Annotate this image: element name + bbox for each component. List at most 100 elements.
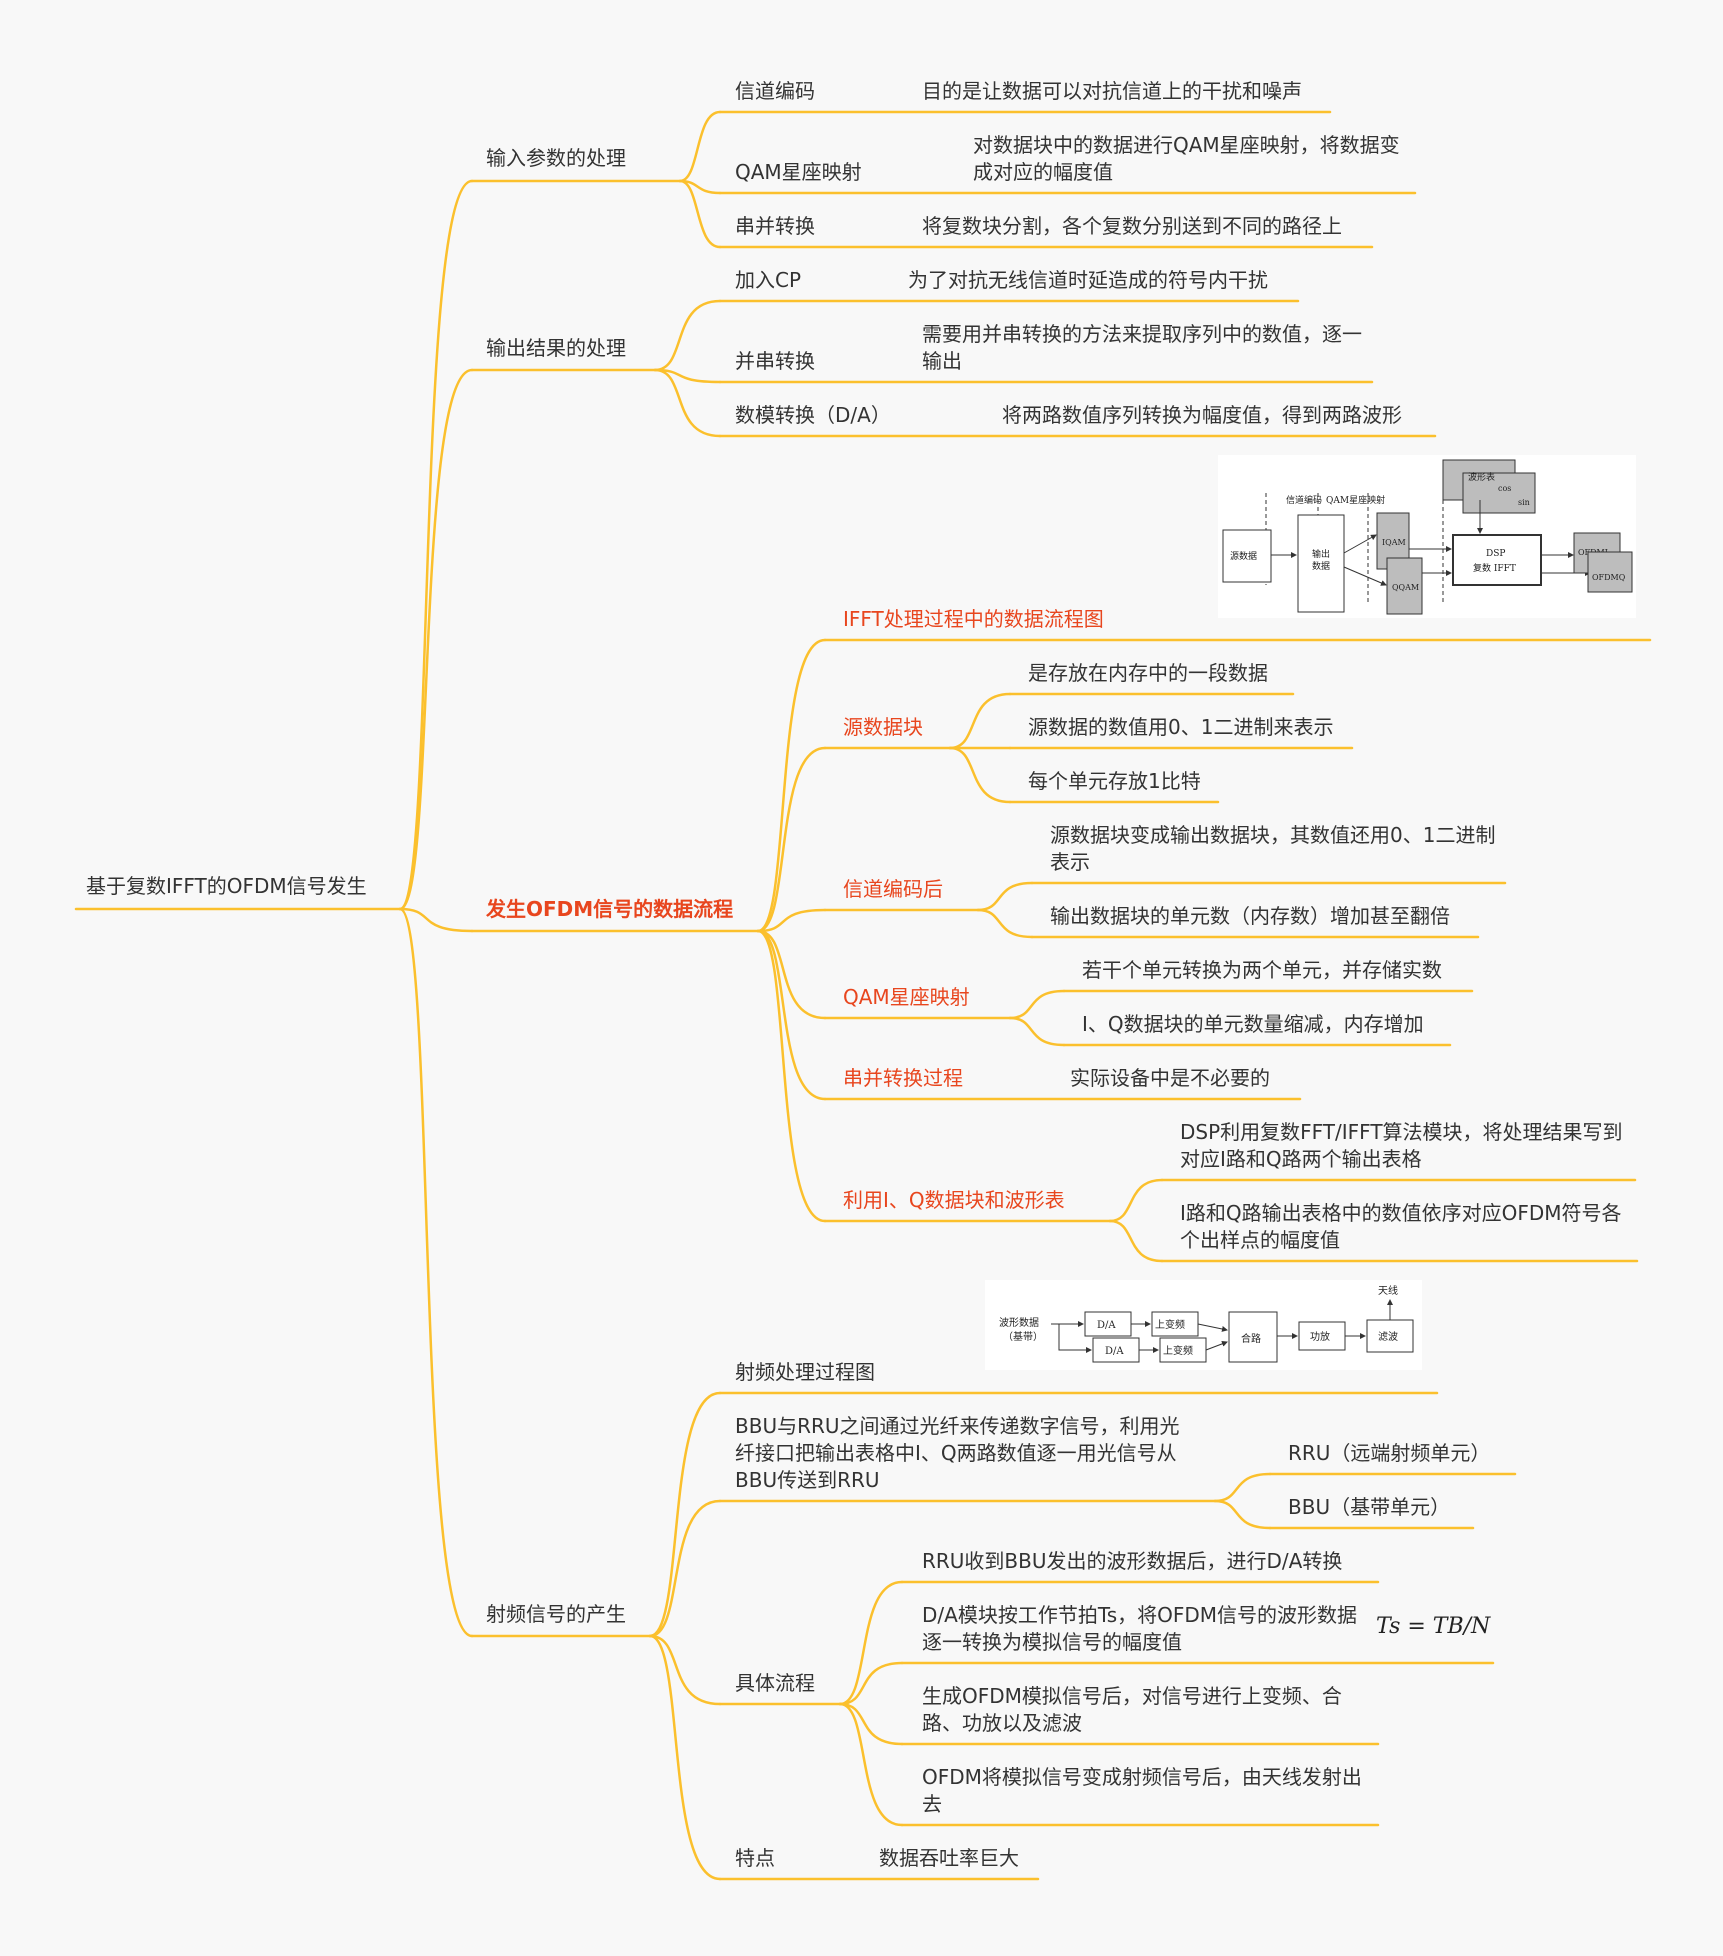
source-block-item-3: 每个单元存放1比特	[1028, 769, 1201, 793]
link-iq-2	[1108, 1219, 1164, 1263]
branch-rf-generation[interactable]: 射频信号的产生	[486, 1602, 626, 1626]
rf-da-box-2	[1092, 1337, 1140, 1363]
rf-label-da-2: D/A	[1105, 1346, 1124, 1357]
ifft-ofdm-q-box	[1587, 551, 1633, 593]
branch-ofdm-data-flow[interactable]: 发生OFDM信号的数据流程	[486, 897, 734, 921]
ifft-flow-diagram: 信道编码 QAM星座映射 源数据 输出 数据 IQAM QQAM 波形表 cos…	[1218, 455, 1636, 618]
desc-sp-conversion: 实际设备中是不必要的	[1070, 1066, 1270, 1090]
bbu-rru-item-rru: RRU（远端射频单元）	[1288, 1441, 1491, 1465]
ifft-dsp-box	[1452, 534, 1542, 586]
node-bbu-rru[interactable]: BBU与RRU之间通过光纤来传递数字信号，利用光纤接口把输出表格中I、Q两路数值…	[735, 1414, 1180, 1492]
iq-waveform-item-1: DSP利用复数FFT/IFFT算法模块，将处理结果写到对应I路和Q路两个输出表格	[1180, 1120, 1623, 1171]
link-process-4	[838, 1702, 904, 1827]
node-qam-mapping[interactable]: QAM星座映射	[735, 160, 862, 184]
branch-input-processing[interactable]: 输入参数的处理	[486, 146, 626, 170]
link-source-3	[948, 746, 1012, 804]
after-coding-item-1: 源数据块变成输出数据块，其数值还用0、1二进制表示	[1050, 823, 1496, 874]
rf-label-combine: 合路	[1241, 1332, 1261, 1345]
desc-channel-coding: 目的是让数据可以对抗信道上的干扰和噪声	[922, 79, 1302, 103]
rf-up-box-2	[1159, 1337, 1207, 1363]
node-iq-waveform[interactable]: 利用I、Q数据块和波形表	[843, 1188, 1065, 1212]
rf-label-up-1: 上变频	[1155, 1318, 1185, 1331]
node-source-block[interactable]: 源数据块	[843, 715, 923, 739]
node-rf-title[interactable]: 射频处理过程图	[735, 1360, 875, 1384]
link-input-3	[678, 179, 722, 249]
qam-flow-item-2: I、Q数据块的单元数量缩减，内存增加	[1082, 1012, 1424, 1036]
link-flow-sp	[756, 929, 827, 1101]
node-feature[interactable]: 特点	[735, 1846, 775, 1870]
node-after-coding[interactable]: 信道编码后	[843, 877, 943, 901]
rf-label-up-2: 上变频	[1163, 1344, 1193, 1357]
branch-output-processing[interactable]: 输出结果的处理	[486, 336, 626, 360]
link-qam-2	[1008, 1016, 1066, 1047]
ifft-q-qam-box	[1386, 557, 1423, 615]
node-da-conversion[interactable]: 数模转换（D/A）	[735, 403, 891, 427]
link-process-3	[838, 1702, 904, 1746]
link-flow-source	[756, 746, 827, 933]
link-qam-1	[1008, 989, 1066, 1020]
link-bbu-2	[1213, 1499, 1272, 1530]
link-root-flow	[398, 907, 474, 933]
ifft-label-dsp-2: 复数 IFFT	[1473, 562, 1516, 574]
ifft-label-ofdm-q: OFDMQ	[1592, 573, 1626, 582]
link-flow-coding	[756, 908, 827, 933]
link-iq-1	[1108, 1178, 1164, 1223]
desc-feature: 数据吞吐率巨大	[879, 1846, 1019, 1870]
ifft-label-waveform-table: 波形表	[1468, 471, 1495, 483]
node-channel-coding[interactable]: 信道编码	[735, 79, 815, 103]
link-bbu-1	[1213, 1472, 1272, 1503]
link-rf-title	[648, 1391, 722, 1638]
root-node[interactable]: 基于复数IFFT的OFDM信号发生	[86, 874, 367, 898]
link-process-2	[838, 1661, 904, 1706]
ifft-source-box	[1222, 529, 1272, 583]
ifft-label-source: 源数据	[1230, 550, 1257, 562]
node-process[interactable]: 具体流程	[735, 1671, 815, 1695]
ifft-label-output-2: 数据	[1312, 560, 1330, 572]
link-coding-1	[976, 881, 1034, 912]
ifft-label-i-qam: IQAM	[1382, 538, 1406, 547]
rf-label-antenna: 天线	[1378, 1284, 1398, 1297]
node-qam-mapping-flow[interactable]: QAM星座映射	[843, 985, 970, 1009]
ifft-output-box	[1297, 514, 1345, 613]
node-sp-conversion[interactable]: 串并转换过程	[843, 1066, 963, 1090]
ifft-label-output-1: 输出	[1312, 548, 1330, 560]
desc-parallel-serial: 需要用并串转换的方法来提取序列中的数值，逐一输出	[922, 322, 1362, 373]
bbu-rru-item-bbu: BBU（基带单元）	[1288, 1495, 1451, 1519]
source-block-item-1: 是存放在内存中的一段数据	[1028, 661, 1268, 685]
source-block-item-2: 源数据的数值用0、1二进制来表示	[1028, 715, 1334, 739]
desc-da-conversion: 将两路数值序列转换为幅度值，得到两路波形	[1002, 403, 1402, 427]
node-parallel-serial[interactable]: 并串转换	[735, 349, 815, 373]
node-ifft-flow-title[interactable]: IFFT处理过程中的数据流程图	[843, 607, 1104, 631]
process-item-1: RRU收到BBU发出的波形数据后，进行D/A转换	[922, 1549, 1343, 1573]
rf-label-waveform-1: 波形数据	[999, 1316, 1039, 1329]
iq-waveform-item-2: I路和Q路输出表格中的数值依序对应OFDM符号各个出样点的幅度值	[1180, 1201, 1622, 1252]
rf-combine-box	[1228, 1311, 1278, 1363]
process-item-2: D/A模块按工作节拍Ts，将OFDM信号的波形数据逐一转换为模拟信号的幅度值	[922, 1603, 1358, 1654]
desc-qam-mapping: 对数据块中的数据进行QAM星座映射，将数据变成对应的幅度值	[973, 133, 1400, 184]
link-rf-bbu	[648, 1499, 722, 1638]
ifft-label-sin: sin	[1518, 498, 1530, 507]
after-coding-item-2: 输出数据块的单元数（内存数）增加甚至翻倍	[1050, 904, 1450, 928]
node-serial-parallel[interactable]: 串并转换	[735, 214, 815, 238]
link-output-1	[653, 299, 722, 372]
link-root-rf	[398, 907, 474, 1638]
desc-serial-parallel: 将复数块分割，各个复数分别送到不同的路径上	[922, 214, 1342, 238]
rf-label-amp: 功放	[1310, 1330, 1330, 1343]
desc-add-cp: 为了对抗无线信道时延造成的符号内干扰	[908, 268, 1268, 292]
link-output-2	[653, 368, 722, 384]
rf-label-da-1: D/A	[1097, 1320, 1116, 1331]
rf-label-waveform-2: （基带）	[1003, 1330, 1043, 1343]
link-flow-qam	[756, 929, 827, 1020]
process-item-3: 生成OFDM模拟信号后，对信号进行上变频、合路、功放以及滤波	[922, 1684, 1342, 1735]
link-rf-process	[648, 1634, 722, 1706]
link-flow-ifft	[756, 638, 827, 933]
link-flow-iq	[756, 929, 827, 1223]
rf-label-filter: 滤波	[1378, 1330, 1398, 1343]
ifft-label-q-qam: QQAM	[1392, 583, 1419, 592]
node-add-cp[interactable]: 加入CP	[735, 268, 802, 292]
link-process-1	[838, 1580, 904, 1706]
link-root-output	[398, 368, 474, 911]
link-input-1	[678, 110, 722, 183]
qam-flow-item-1: 若干个单元转换为两个单元，并存储实数	[1082, 958, 1442, 982]
